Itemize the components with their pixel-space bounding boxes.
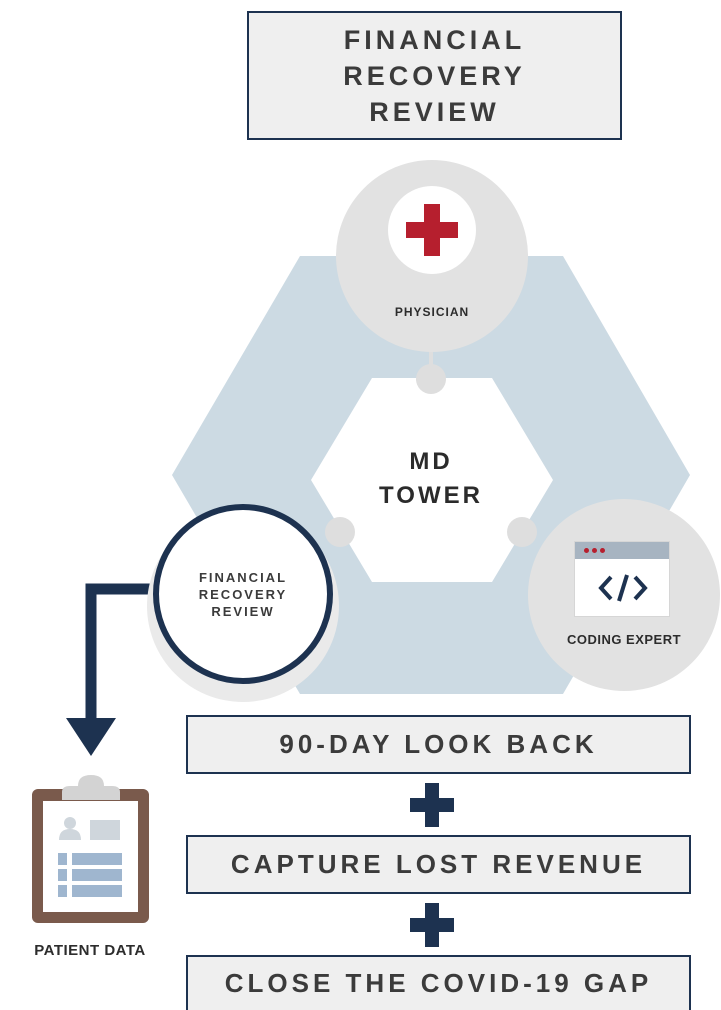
title-box: FINANCIAL RECOVERY REVIEW [247,11,622,140]
md-tower-line-1: MD [409,448,453,475]
step-close-covid-gap: CLOSE THE COVID-19 GAP [186,955,691,1010]
step-capture-lost-revenue: CAPTURE LOST REVENUE [186,835,691,894]
plus-icon [410,903,454,947]
medical-cross-icon [406,204,458,256]
inner-hexagon [311,378,553,582]
clipboard-icon [32,775,149,923]
connector-dot-top [416,364,446,394]
connector-dot-left [325,517,355,547]
financial-recovery-node: FINANCIAL RECOVERY REVIEW [147,504,339,702]
md-tower-label: MD TOWER [361,445,501,513]
connector-dot-right [507,517,537,547]
code-window-icon [574,541,670,617]
arrow-line [85,583,170,724]
physician-node: PHYSICIAN [336,160,528,352]
physician-label: PHYSICIAN [394,305,470,319]
financial-line-3: REVIEW [211,603,275,619]
md-tower-line-2: TOWER [379,482,483,509]
patient-data-label: PATIENT DATA [34,942,146,959]
code-brackets-icon [598,574,648,602]
financial-line-2: RECOVERY [198,586,288,602]
title-line-3: REVIEW [369,96,500,127]
financial-line-1: FINANCIAL [198,569,288,585]
coding-expert-node: CODING EXPERT [528,499,720,691]
arrow-head [66,718,116,756]
title-line-1: FINANCIAL [343,24,526,55]
coding-expert-label: CODING EXPERT [566,632,682,647]
step-90-day-look-back: 90-DAY LOOK BACK [186,715,691,774]
plus-icon [410,783,454,827]
physician-icon [388,186,476,274]
financial-recovery-ring: FINANCIAL RECOVERY REVIEW [153,504,333,684]
title-line-2: RECOVERY [343,60,526,91]
